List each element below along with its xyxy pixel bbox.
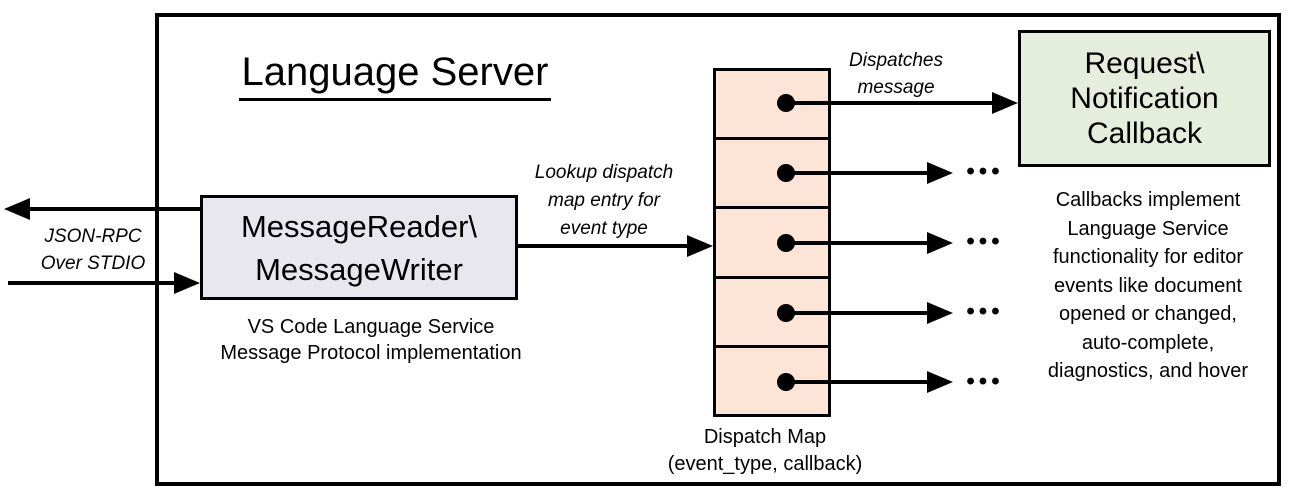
dispatch-map-caption-line2: (event_type, callback) [667, 453, 863, 475]
reader-caption-line1: VS Code Language Service [247, 316, 495, 338]
dispatch-map-caption-line1: Dispatch Map [703, 426, 827, 448]
callbacks-note-line: auto-complete, [1081, 331, 1215, 354]
message-reader-label: MessageReader\ [240, 208, 478, 244]
lookup-dispatch-label-line1: Lookup dispatch [534, 162, 674, 183]
callbacks-note-line: opened or changed, [1059, 303, 1237, 325]
reader-caption-line2: Message Protocol implementation [220, 342, 522, 364]
dispatches-message-label-line2: message [857, 77, 935, 98]
message-reader-writer-box: MessageReader\ MessageWriter [200, 195, 518, 300]
lookup-dispatch-label-line2: map entry for [548, 190, 660, 211]
callback-box-line1: Request\ [1084, 47, 1205, 80]
callbacks-note-line: diagnostics, and hover [1047, 360, 1249, 382]
ellipsis-icon: ••• [966, 298, 1004, 325]
callback-box-line3: Callback [1086, 117, 1203, 150]
ellipsis-icon: ••• [966, 228, 1004, 255]
io-transport-label-line1: JSON-RPC [44, 226, 142, 247]
request-notification-callback-box: Request\ Notification Callback [1018, 30, 1271, 167]
dispatches-message-label: Dispatches message [821, 47, 971, 101]
dispatch-map-row [716, 206, 828, 275]
dispatch-map-row [716, 344, 828, 414]
ellipsis-icon: ••• [966, 158, 1004, 185]
callback-box-line2: Notification [1070, 82, 1219, 115]
callbacks-note-line: Callbacks implement [1055, 189, 1241, 211]
diagram-title-text: Language Server [238, 50, 552, 101]
io-transport-label-line2: Over STDIO [40, 253, 146, 274]
callbacks-note: Callbacks implement Language Service fun… [1018, 186, 1278, 386]
dispatch-map-row [716, 137, 828, 206]
io-transport-label: JSON-RPC Over STDIO [33, 223, 153, 277]
dispatches-message-label-line1: Dispatches [849, 50, 943, 71]
diagram-title: Language Server [230, 50, 560, 101]
lookup-dispatch-label: Lookup dispatch map entry for event type [504, 159, 704, 243]
dispatch-map-row [716, 275, 828, 345]
reader-box-caption: VS Code Language Service Message Protoco… [195, 314, 547, 366]
dispatch-map-caption: Dispatch Map (event_type, callback) [635, 424, 895, 478]
callbacks-note-line: functionality for editor [1052, 246, 1244, 268]
message-writer-label: MessageWriter [255, 251, 463, 287]
lookup-dispatch-label-line3: event type [560, 218, 648, 239]
dispatch-map-row [716, 71, 828, 137]
ellipsis-icon: ••• [966, 368, 1004, 395]
callbacks-note-line: Language Service [1067, 217, 1229, 240]
dispatch-map-table [713, 68, 831, 417]
callbacks-note-line: events like document [1054, 274, 1242, 297]
